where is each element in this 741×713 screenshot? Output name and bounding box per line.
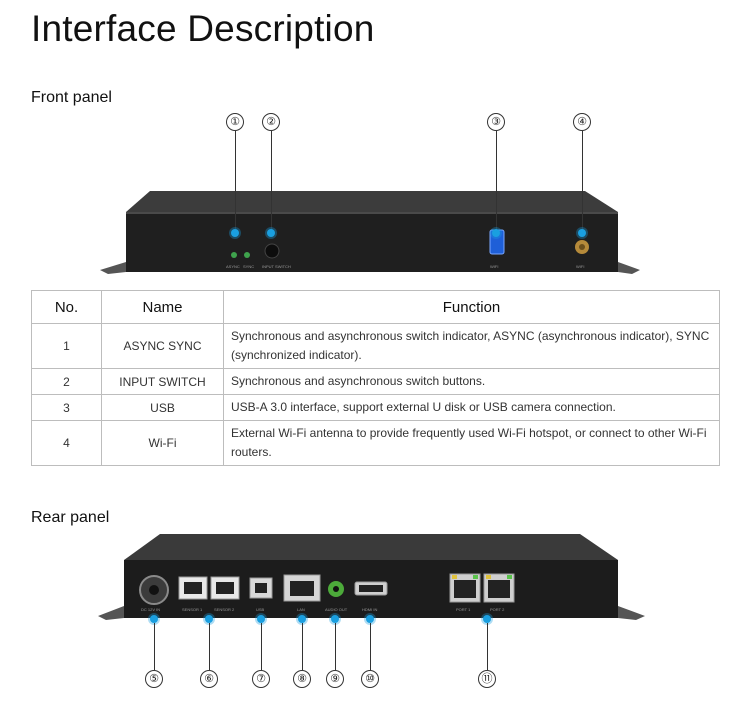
callout-11: ⑪ [478, 670, 496, 688]
port-label-hdmi-in: HDMI IN [362, 607, 378, 612]
callout-8-leader [302, 623, 303, 670]
callout-9-marker [331, 615, 339, 623]
port-label-port-1: PORT 1 [456, 607, 471, 612]
table-cell-function: Synchronous and asynchronous switch butt… [223, 368, 720, 395]
callout-5: ⑤ [145, 670, 163, 688]
callout-7-marker [257, 615, 265, 623]
callout-4: ④ [573, 113, 591, 131]
callout-8-marker [298, 615, 306, 623]
page-title: Interface Description [31, 8, 375, 49]
table-cell-name: Wi-Fi [101, 420, 224, 466]
callout-5-marker [150, 615, 158, 623]
table-cell-no: 2 [31, 368, 102, 395]
table-cell-function: Synchronous and asynchronous switch indi… [223, 323, 720, 369]
front-panel-heading: Front panel [31, 89, 112, 106]
callout-9-leader [335, 623, 336, 670]
callout-9: ⑨ [326, 670, 344, 688]
port-label-audio-out: AUDIO OUT [325, 607, 348, 612]
callout-2-marker [267, 229, 275, 237]
callout-8: ⑧ [293, 670, 311, 688]
callout-4-marker [578, 229, 586, 237]
callout-5-leader [154, 623, 155, 670]
table-header-name: Name [101, 290, 224, 324]
device-label-usb: WIFI [490, 264, 499, 269]
port-label-sensor-1: SENSOR 1 [182, 607, 203, 612]
table-cell-no: 4 [31, 420, 102, 466]
port-label-sensor-2: SENSOR 2 [214, 607, 235, 612]
port-label-port-2: PORT 2 [490, 607, 505, 612]
table-row: 4 Wi-Fi External Wi-Fi antenna to provid… [31, 420, 720, 466]
device-label-sync: SYNC [243, 264, 255, 269]
table-cell-function: External Wi-Fi antenna to provide freque… [223, 420, 720, 466]
callout-1: ① [226, 113, 244, 131]
front-device-image [100, 191, 640, 274]
device-label-input-switch: INPUT SWITCH [262, 264, 291, 269]
table-row: 2 INPUT SWITCH Synchronous and asynchron… [31, 368, 720, 395]
table-cell-no: 1 [31, 323, 102, 369]
callout-6-leader [209, 623, 210, 670]
callout-3-leader [496, 131, 497, 231]
callout-11-leader [487, 623, 488, 670]
callout-2: ② [262, 113, 280, 131]
callout-10-leader [370, 623, 371, 670]
port-label-dc-in: DC 12V IN [141, 607, 161, 612]
callout-3-marker [492, 229, 500, 237]
table-row: 3 USB USB-A 3.0 interface, support exter… [31, 394, 720, 421]
callout-11-marker [483, 615, 491, 623]
table-cell-name: ASYNC SYNC [101, 323, 224, 369]
table-row: 1 ASYNC SYNC Synchronous and asynchronou… [31, 323, 720, 369]
interface-table: No. Name Function 1 ASYNC SYNC Synchrono… [31, 290, 720, 466]
rear-panel-heading: Rear panel [31, 509, 110, 526]
table-cell-no: 3 [31, 394, 102, 421]
table-cell-function: USB-A 3.0 interface, support external U … [223, 394, 720, 421]
callout-3: ③ [487, 113, 505, 131]
callout-7: ⑦ [252, 670, 270, 688]
callout-4-leader [582, 131, 583, 231]
callout-1-leader [235, 131, 236, 231]
device-label-wifi: WIFI [576, 264, 585, 269]
callout-2-leader [271, 131, 272, 231]
port-label-lan: LAN [297, 607, 305, 612]
device-label-async: ASYNC [226, 264, 240, 269]
callout-10-marker [366, 615, 374, 623]
callout-6: ⑥ [200, 670, 218, 688]
callout-7-leader [261, 623, 262, 670]
table-header-no: No. [31, 290, 102, 324]
table-cell-name: INPUT SWITCH [101, 368, 224, 395]
callout-1-marker [231, 229, 239, 237]
callout-10: ⑩ [361, 670, 379, 688]
callout-6-marker [205, 615, 213, 623]
port-label-usb: USB [256, 607, 265, 612]
table-header-function: Function [223, 290, 720, 324]
table-cell-name: USB [101, 394, 224, 421]
table-header-row: No. Name Function [31, 290, 720, 324]
